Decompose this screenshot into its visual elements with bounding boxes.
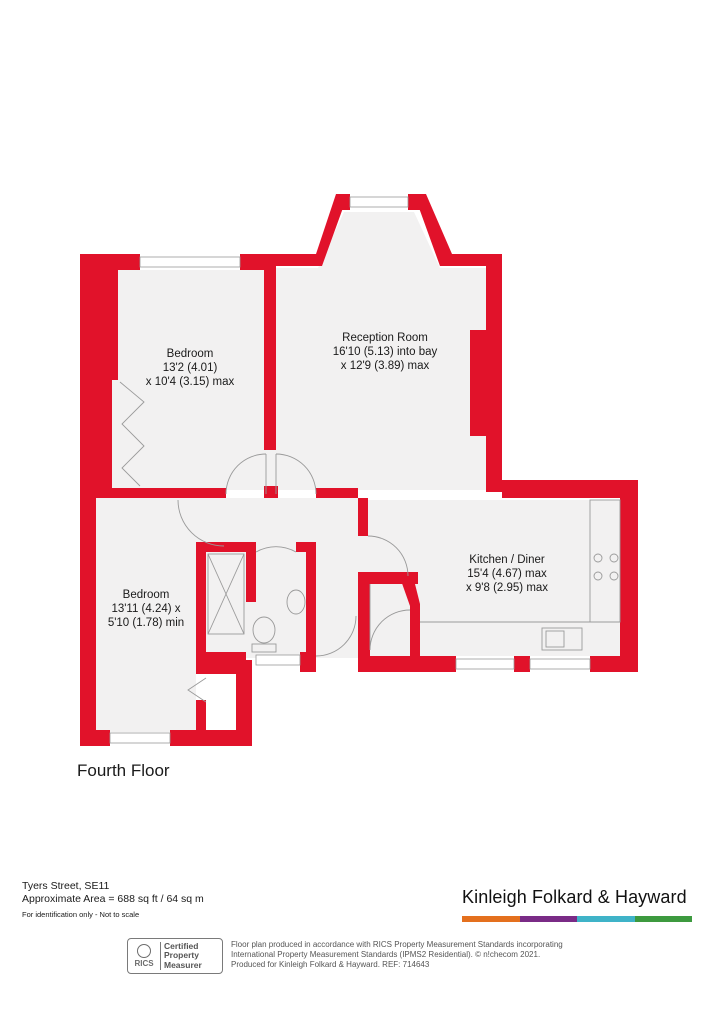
identification-note: For identification only - Not to scale (22, 910, 140, 919)
walls (80, 194, 638, 746)
bedroom1-dims2: x 10'4 (3.15) max (146, 376, 235, 388)
brand-bar-orange (462, 916, 520, 922)
bedroom1-dims1: 13'2 (4.01) (163, 362, 218, 374)
brand-bar-cyan (577, 916, 635, 922)
bedroom2-dims1: 13'11 (4.24) x (111, 603, 180, 615)
kitchen-dims1: 15'4 (4.67) max (467, 568, 547, 580)
reception-name: Reception Room (342, 332, 428, 344)
fixtures (119, 381, 621, 703)
bedroom1-name: Bedroom (167, 348, 214, 360)
rics-certification: Certified Property Measurer (160, 940, 202, 971)
kitchen-name: Kitchen / Diner (469, 554, 545, 566)
rics-globe-icon (137, 944, 151, 958)
street-address: Tyers Street, SE11 (22, 880, 110, 892)
reception-dims1: 16'10 (5.13) into bay (333, 346, 438, 358)
reception-dims2: x 12'9 (3.89) max (341, 360, 430, 372)
rics-logo: RICS (128, 940, 160, 972)
brand-bar-purple (519, 916, 577, 922)
floor-title: Fourth Floor (77, 761, 170, 780)
kitchen-dims2: x 9'8 (2.95) max (466, 582, 548, 594)
room-labels: Bedroom 13'2 (4.01) x 10'4 (3.15) max Re… (108, 332, 548, 629)
bedroom2-dims2: 5'10 (1.78) min (108, 617, 184, 629)
brand-name: Kinleigh Folkard & Hayward (462, 887, 687, 907)
windows (109, 196, 591, 744)
rics-logo-text: RICS (134, 959, 154, 968)
rics-line3: Measurer (164, 959, 202, 970)
floor-plan: Bedroom 13'2 (4.01) x 10'4 (3.15) max Re… (80, 194, 638, 746)
approximate-area: Approximate Area = 688 sq ft / 64 sq m (22, 893, 204, 905)
address-block: Tyers Street, SE11 Approximate Area = 68… (22, 880, 204, 921)
disclaimer-line3: Produced for Kinleigh Folkard & Hayward.… (231, 959, 430, 969)
rics-line2: Property (164, 950, 199, 961)
brand-bar-green (634, 916, 692, 922)
disclaimer: Floor plan produced in accordance with R… (231, 940, 611, 969)
disclaimer-line2: International Property Measurement Stand… (231, 949, 541, 959)
bedroom2-name: Bedroom (123, 589, 170, 601)
brand-color-bar (462, 916, 692, 922)
rics-badge: RICS Certified Property Measurer (127, 938, 223, 974)
disclaimer-line1: Floor plan produced in accordance with R… (231, 940, 563, 949)
rics-line1: Certified (164, 940, 199, 951)
